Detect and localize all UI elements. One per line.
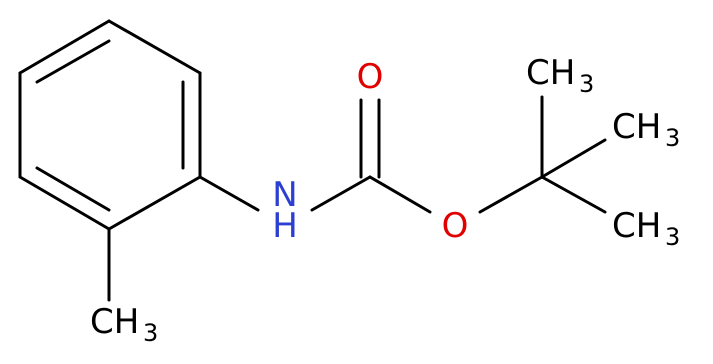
bond-ring-inner-1 (35, 39, 111, 84)
atom-methyl-top-subscript: 3 (579, 70, 594, 98)
bond-ring-6 (18, 19, 111, 75)
atom-ring-methyl-subscript: 3 (143, 319, 158, 347)
atom-methyl-top-ch: CH (526, 53, 575, 93)
bond-ring-3 (107, 175, 202, 231)
bond-ring-4 (18, 175, 111, 231)
atom-nh: N H (272, 175, 298, 246)
atom-methyl-bot: CH 3 (612, 206, 680, 251)
bond-carbonyl-ester-oxygen (368, 175, 432, 214)
atom-n-symbol: N (272, 175, 297, 215)
atom-carbonyl-oxygen: O (357, 57, 384, 97)
atom-n-hydrogen: H (272, 206, 298, 246)
atom-ring-methyl: CH 3 (90, 302, 158, 347)
bond-ring-1 (107, 19, 202, 75)
atom-methyl-mid-ch: CH (612, 107, 661, 147)
bond-tbutyl-methyl-mid (540, 138, 607, 179)
atom-methyl-bot-subscript: 3 (665, 223, 680, 251)
atom-ester-oxygen: O (442, 206, 469, 246)
atom-methyl-top: CH 3 (526, 53, 594, 98)
bond-ring-inner-3 (35, 166, 111, 212)
bond-nitrogen-carbonyl (310, 175, 372, 212)
benzene-ring (18, 19, 202, 231)
bond-tbutyl-methyl-bot (540, 175, 607, 214)
atom-ring-methyl-ch: CH (90, 302, 139, 342)
bond-ester-oxygen-tbutyl (478, 175, 544, 214)
atom-methyl-mid: CH 3 (612, 107, 680, 152)
atom-methyl-bot-ch: CH (612, 206, 661, 246)
bond-ring-nitrogen (198, 175, 260, 212)
atom-methyl-mid-subscript: 3 (665, 124, 680, 152)
